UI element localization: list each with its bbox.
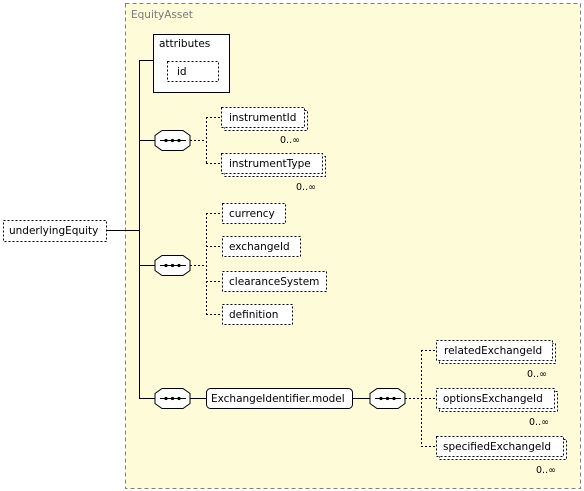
- instrumentId-label: instrumentId: [229, 112, 296, 124]
- root-element-label: underlyingEquity: [9, 225, 98, 237]
- relatedExchangeId-cardinality: 0..∞: [527, 369, 547, 380]
- sequence-4-compositor[interactable]: [369, 388, 406, 409]
- specifiedExchangeId-label: specifiedExchangeId: [443, 441, 551, 453]
- optionsExchangeId-label: optionsExchangeId: [443, 393, 543, 405]
- group-ref-label: ExchangeIdentifier.model: [211, 393, 345, 405]
- attribute-id-label: id: [177, 66, 187, 78]
- definition-label: definition: [229, 309, 278, 321]
- relatedExchangeId-label: relatedExchangeId: [444, 345, 542, 357]
- attributes-label: attributes: [159, 38, 210, 50]
- sequence-1-compositor[interactable]: [154, 130, 191, 151]
- group-ref-box[interactable]: ExchangeIdentifier.model: [206, 388, 353, 409]
- element-clearanceSystem[interactable]: clearanceSystem: [222, 271, 327, 292]
- specifiedExchangeId-cardinality: 0..∞: [536, 465, 556, 476]
- sequence-2-compositor[interactable]: [154, 255, 191, 276]
- element-exchangeId[interactable]: exchangeId: [222, 236, 301, 257]
- instrumentType-label: instrumentType: [229, 158, 311, 170]
- attribute-id-box[interactable]: [167, 61, 219, 82]
- sequence-3-compositor[interactable]: [154, 388, 191, 409]
- element-specifiedExchangeId[interactable]: specifiedExchangeId: [436, 436, 567, 460]
- clearanceSystem-label: clearanceSystem: [229, 276, 319, 288]
- element-instrumentType[interactable]: instrumentType: [221, 153, 326, 177]
- currency-label: currency: [229, 208, 275, 220]
- element-relatedExchangeId[interactable]: relatedExchangeId: [436, 340, 556, 364]
- exchangeId-label: exchangeId: [229, 241, 290, 253]
- element-optionsExchangeId[interactable]: optionsExchangeId: [436, 388, 558, 412]
- optionsExchangeId-cardinality: 0..∞: [529, 417, 549, 428]
- instrumentId-cardinality: 0..∞: [280, 135, 300, 146]
- complex-type-label: EquityAsset: [131, 9, 193, 21]
- element-definition[interactable]: definition: [222, 304, 293, 325]
- instrumentType-cardinality: 0..∞: [296, 182, 316, 193]
- element-instrumentId[interactable]: instrumentId: [221, 107, 308, 131]
- element-currency[interactable]: currency: [222, 203, 286, 224]
- root-element-box[interactable]: [3, 220, 107, 242]
